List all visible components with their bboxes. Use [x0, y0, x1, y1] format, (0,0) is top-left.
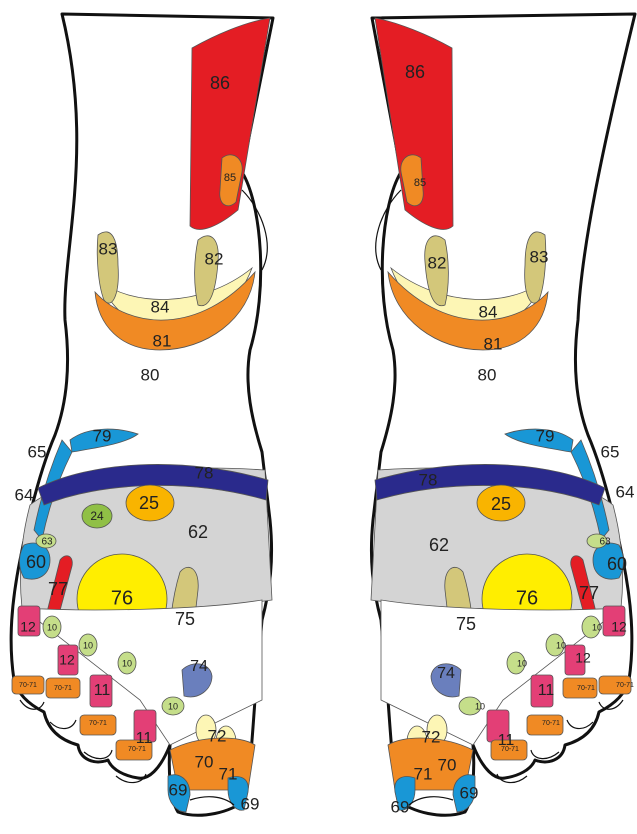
right-label-81: 81: [484, 334, 503, 353]
left-label-10-a: 10: [47, 622, 57, 632]
right-foot: [371, 14, 635, 815]
left-label-71: 71: [219, 764, 238, 783]
left-label-12-a: 12: [20, 619, 36, 635]
right-label-85: 85: [414, 177, 426, 189]
left-label-72: 72: [208, 726, 227, 745]
left-label-83: 83: [99, 239, 118, 258]
left-label-24: 24: [90, 509, 104, 523]
left-label-70-71-c: 70-71: [89, 720, 107, 727]
right-label-69-b: 69: [460, 783, 479, 802]
left-label-64: 64: [15, 485, 34, 504]
right-label-86: 86: [405, 62, 425, 82]
right-label-76: 76: [516, 587, 538, 609]
right-label-65: 65: [601, 442, 620, 461]
left-label-74: 74: [190, 658, 208, 675]
right-label-69-a: 69: [391, 797, 410, 816]
right-label-60: 60: [607, 554, 627, 574]
right-label-83: 83: [530, 247, 549, 266]
left-label-60: 60: [26, 552, 46, 572]
left-label-70: 70: [195, 752, 214, 771]
left-label-10-b: 10: [83, 640, 93, 650]
left-label-63: 63: [41, 537, 53, 548]
left-label-12-b: 12: [59, 652, 75, 668]
right-label-64: 64: [616, 482, 635, 501]
left-label-82: 82: [205, 249, 224, 268]
left-label-10-c: 10: [122, 658, 132, 668]
right-label-72: 72: [422, 727, 441, 746]
left-label-65: 65: [28, 442, 47, 461]
left-label-70-71-d: 70-71: [128, 746, 146, 753]
right-label-12-a: 12: [611, 619, 627, 635]
left-label-78: 78: [195, 463, 214, 482]
left-label-11-b: 11: [136, 730, 153, 747]
left-label-70-71-b: 70-71: [54, 685, 72, 692]
left-label-11-a: 11: [94, 682, 111, 699]
left-label-75: 75: [175, 609, 195, 629]
right-label-71: 71: [414, 764, 433, 783]
right-label-10-d: 10: [475, 701, 485, 711]
left-label-62: 62: [188, 522, 208, 542]
right-label-70-71-d: 70-71: [501, 746, 519, 753]
right-label-10-b: 10: [556, 640, 566, 650]
left-label-85: 85: [224, 172, 236, 184]
right-label-80: 80: [478, 365, 497, 384]
left-label-79: 79: [93, 426, 112, 445]
right-label-62: 62: [429, 535, 449, 555]
left-label-25: 25: [139, 493, 159, 513]
right-label-74: 74: [437, 665, 455, 682]
left-label-86: 86: [210, 73, 230, 93]
left-label-69-b: 69: [241, 794, 260, 813]
right-label-70-71-a: 70-71: [616, 682, 634, 689]
left-label-84: 84: [151, 297, 170, 316]
right-label-79: 79: [536, 426, 555, 445]
right-label-63: 63: [599, 537, 611, 548]
left-label-76: 76: [111, 587, 133, 609]
right-label-25: 25: [491, 494, 511, 514]
right-label-10-a: 10: [592, 622, 602, 632]
left-label-70-71-a: 70-71: [19, 682, 37, 689]
right-label-70: 70: [438, 755, 457, 774]
left-label-80: 80: [141, 365, 160, 384]
right-label-77: 77: [579, 583, 599, 603]
left-foot: 86 85 83 82 84 81 80 79 65 78 64 25 24 6…: [11, 14, 273, 815]
right-label-82: 82: [428, 253, 447, 272]
right-label-70-71-b: 70-71: [577, 685, 595, 692]
right-label-12-b: 12: [575, 650, 591, 666]
left-label-81: 81: [153, 331, 172, 350]
right-label-11-a: 11: [538, 682, 555, 699]
left-label-77: 77: [48, 579, 68, 599]
right-label-84: 84: [479, 302, 498, 321]
right-label-78: 78: [419, 470, 438, 489]
right-label-75: 75: [456, 614, 476, 634]
left-label-69-a: 69: [169, 780, 188, 799]
right-label-10-c: 10: [517, 658, 527, 668]
left-label-10-d: 10: [168, 701, 178, 711]
right-label-70-71-c: 70-71: [542, 720, 560, 727]
